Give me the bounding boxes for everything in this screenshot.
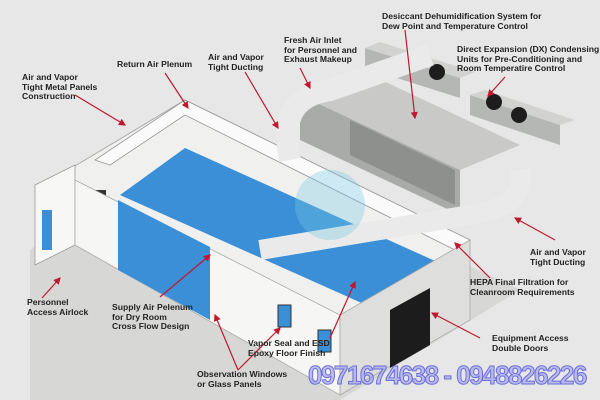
- label-supply-plenum: Supply Air Pelenum for Dry Room Cross Fl…: [112, 302, 193, 332]
- air-ducting-right: [258, 168, 531, 260]
- label-desiccant: Desiccant Dehumidification System for De…: [382, 11, 542, 31]
- label-metal-panels: Air and Vapor Tight Metal Panels Constru…: [22, 72, 98, 102]
- fan-icon: [511, 107, 527, 123]
- fan-icon: [486, 94, 502, 110]
- label-ducting-right: Air and Vapor Tight Ducting: [530, 247, 586, 267]
- glass-panels: [118, 200, 210, 320]
- airlock-panel: [42, 210, 52, 250]
- fan-icon: [429, 64, 445, 80]
- callout-arrows: [41, 29, 556, 371]
- label-fresh-air: Fresh Air Inlet for Personnel and Exhaus…: [284, 35, 358, 65]
- label-return-plenum: Return Air Plenum: [117, 59, 193, 69]
- observation-window: [317, 329, 332, 353]
- label-dx-units: Direct Expansion (DX) Condensing Units f…: [457, 44, 600, 74]
- label-hepa: HEPA Final Filtration for Cleanroom Requ…: [470, 277, 575, 297]
- epoxy-floor: [120, 148, 455, 318]
- label-double-doors: Equipment Access Double Doors: [492, 333, 569, 353]
- air-ducting-top: [276, 44, 434, 163]
- label-airlock: Personnel Access Airlock: [27, 297, 89, 317]
- desiccant-dehumidifier: [300, 70, 520, 215]
- equipment-double-doors[interactable]: [390, 288, 430, 368]
- company-logo: [295, 170, 365, 240]
- phone-watermark: 0971674638 - 0948826226: [308, 360, 588, 390]
- label-ducting-top: Air and Vapor Tight Ducting: [208, 52, 264, 72]
- observation-window: [277, 304, 292, 328]
- label-floor: Vapor Seal and ESD Epoxy Floor Finish: [248, 338, 330, 358]
- label-windows: Observation Windows or Glass Panels: [197, 369, 288, 389]
